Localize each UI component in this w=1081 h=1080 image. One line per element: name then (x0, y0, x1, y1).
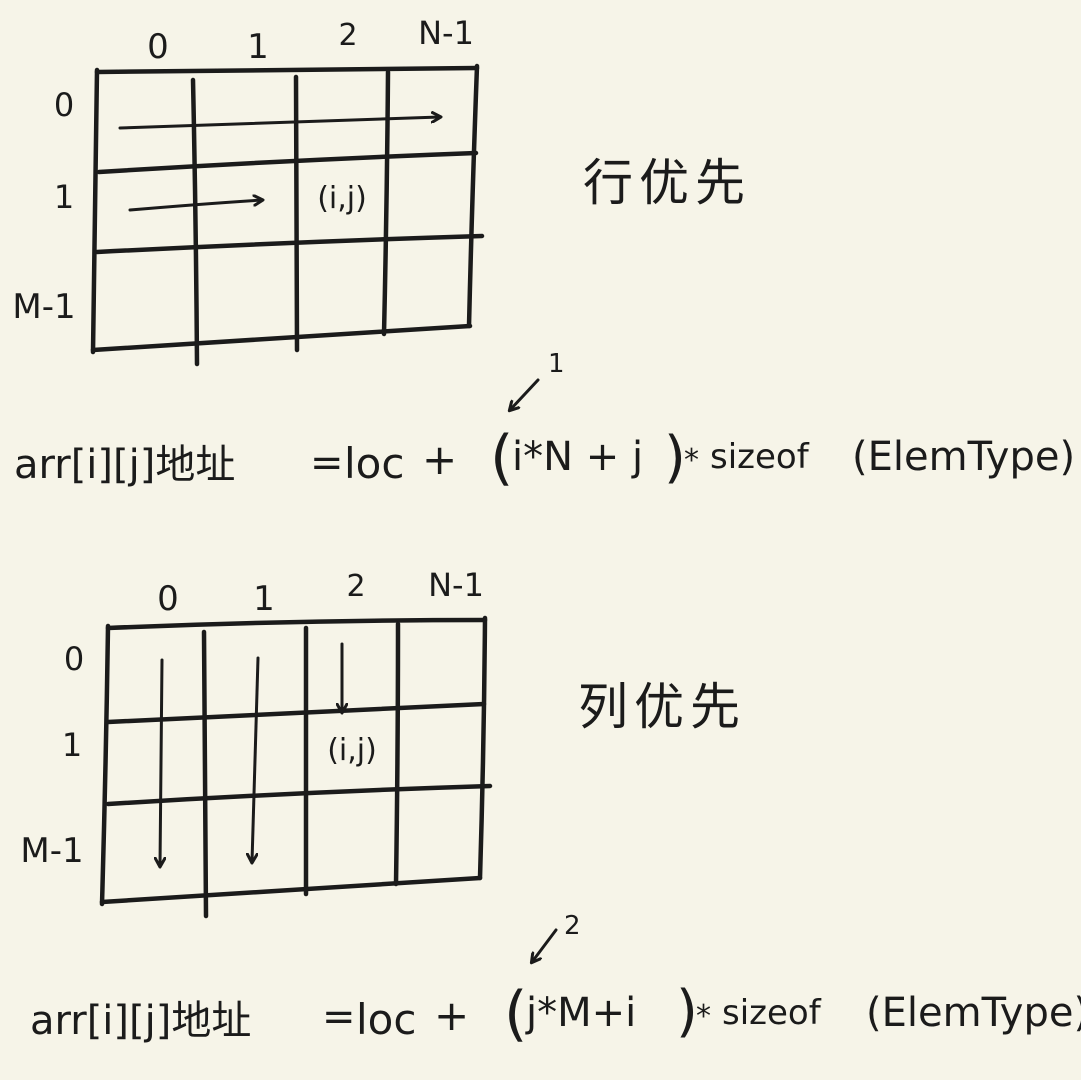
row-major-arrow-row-0 (118, 117, 440, 130)
row-major-row-label-1: 1 (54, 178, 74, 216)
row-major-grid (90, 63, 485, 367)
row-major-formula-arg: (ElemType) (852, 434, 1075, 480)
row-major-col-label-0: 0 (147, 27, 169, 67)
row-major-arrow-row-1 (128, 200, 262, 212)
col-major-arrow-col-1 (252, 656, 260, 862)
row-major-formula-eq: = (310, 440, 344, 486)
row-major-col-label-1: 1 (247, 27, 269, 67)
col-major-col-label-1: 1 (253, 579, 275, 619)
row-major-note: 1 (548, 349, 565, 379)
col-major-col-label-0: 0 (157, 579, 179, 619)
row-major-formula: arr[i][j]地址 = loc + ( i*N + j ) * sizeof… (14, 349, 1075, 493)
col-major-note-arrow (532, 928, 558, 962)
col-major-formula-sizeof: sizeof (722, 993, 822, 1033)
col-major-formula-lhs: arr[i][j]地址 (30, 998, 251, 1044)
col-major-cell-ij: (i,j) (327, 733, 377, 768)
row-major-formula-open-paren: ( (490, 423, 513, 493)
row-major-row-label-m-1: M-1 (12, 287, 75, 327)
row-major-formula-sizeof: sizeof (710, 437, 810, 477)
row-major-formula-lhs: arr[i][j]地址 (14, 442, 235, 488)
col-major-title: 列优先 (578, 678, 746, 736)
row-major-note-arrow (510, 378, 540, 410)
col-major-formula: arr[i][j]地址 = loc + ( j*M+i ) * sizeof (… (30, 911, 1081, 1049)
col-major-note: 2 (564, 911, 581, 941)
row-major-formula-plus: + (422, 435, 457, 484)
col-major-row-label-0: 0 (64, 640, 84, 678)
row-major-section: 0 1 2 N-1 0 1 M-1 (i,j) 行优先 arr[i][j]地 (12, 14, 1075, 493)
row-major-cell-ij: (i,j) (317, 181, 367, 216)
col-major-arrow-col-0 (160, 658, 162, 866)
row-major-formula-close-paren: ) (664, 425, 686, 490)
col-major-formula-arg: (ElemType) (866, 990, 1081, 1036)
col-major-formula-plus: + (434, 991, 469, 1040)
col-major-formula-eq: = (322, 994, 356, 1040)
col-major-formula-open-paren: ( (504, 979, 527, 1049)
row-major-col-label-n-1: N-1 (418, 14, 474, 52)
row-major-formula-expr: i*N + j (512, 434, 643, 480)
row-major-row-label-0: 0 (54, 86, 74, 124)
row-major-formula-mult: * (684, 443, 699, 478)
col-major-formula-close-paren: ) (676, 979, 698, 1044)
row-major-col-label-2: 2 (338, 18, 357, 53)
col-major-formula-mult: * (696, 999, 711, 1034)
col-major-col-label-2: 2 (346, 569, 365, 604)
row-major-formula-loc: loc (344, 439, 404, 488)
col-major-row-label-m-1: M-1 (20, 831, 83, 871)
col-major-col-label-n-1: N-1 (428, 566, 484, 604)
col-major-formula-expr: j*M+i (525, 990, 636, 1036)
col-major-section: 0 1 2 N-1 0 1 M-1 (i,j) 列优先 arr[i (20, 566, 1081, 1049)
col-major-formula-loc: loc (356, 995, 416, 1044)
col-major-row-label-1: 1 (62, 726, 82, 764)
row-major-title: 行优先 (583, 154, 751, 212)
